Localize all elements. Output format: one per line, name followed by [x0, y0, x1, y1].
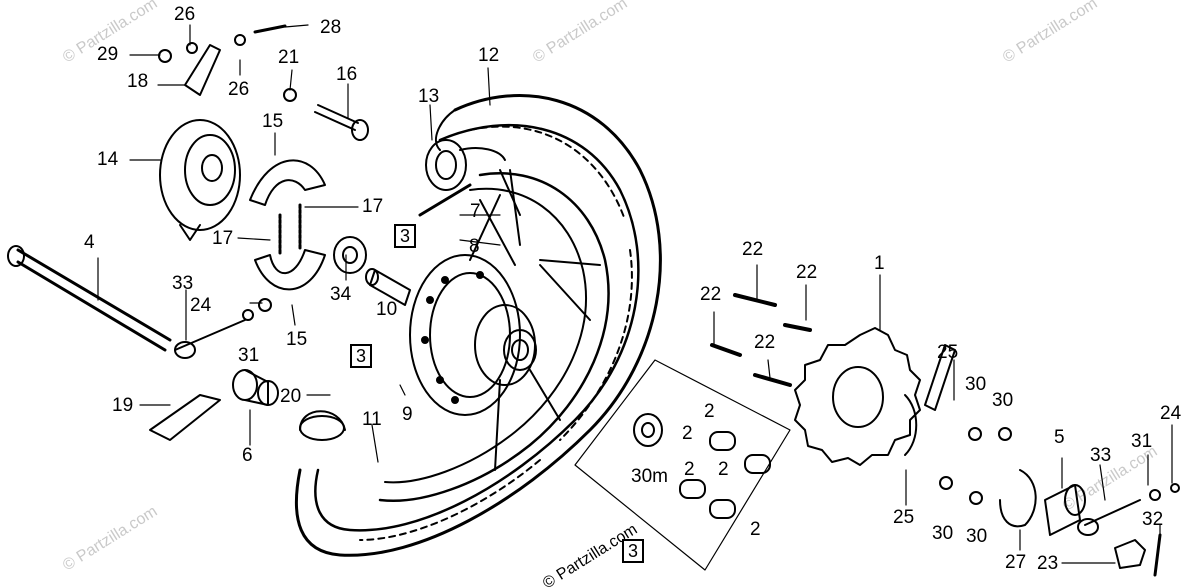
- hub: [409, 254, 537, 416]
- callout-30mm: 30m: [631, 466, 668, 487]
- sprocket: [794, 327, 921, 466]
- callout-2a: 2: [704, 401, 715, 422]
- callout-25b: 25: [893, 507, 915, 528]
- callout-2c: 2: [718, 459, 729, 480]
- lock-plate: [924, 344, 956, 411]
- callout-3-box: 3: [394, 224, 416, 248]
- callout-2d: 2: [684, 459, 695, 480]
- callout-27: 27: [1005, 552, 1027, 573]
- stud-bolt: [733, 293, 777, 307]
- callout-32: 32: [1142, 509, 1164, 530]
- axle: [7, 245, 172, 352]
- callout-10: 10: [376, 299, 398, 320]
- callout-3-box-b: 3: [350, 344, 372, 368]
- callout-24b: 24: [1160, 403, 1182, 424]
- brake-arm: [184, 44, 221, 96]
- callout-15: 15: [262, 111, 284, 132]
- tire: [294, 94, 662, 557]
- callout-17: 17: [362, 196, 384, 217]
- callout-33: 33: [172, 273, 194, 294]
- callout-9: 9: [402, 404, 413, 425]
- lock-plate-2: [904, 394, 918, 456]
- callout-1: 1: [874, 253, 885, 274]
- callout-30b: 30: [992, 390, 1014, 411]
- callout-30: 30: [965, 374, 987, 395]
- callout-7: 7: [470, 201, 481, 222]
- bearing-30mm: [633, 413, 663, 447]
- brake-shoe-lower: [254, 249, 326, 291]
- callout-22b: 22: [796, 262, 818, 283]
- callout-17b: 17: [212, 228, 234, 249]
- brake-shoe-upper: [249, 159, 326, 206]
- callout-23: 23: [1037, 553, 1059, 574]
- stud-bolt: [710, 343, 742, 357]
- callout-30c: 30: [932, 523, 954, 544]
- callout-25: 25: [937, 342, 959, 363]
- inner-tube: [425, 139, 506, 191]
- callout-20: 20: [280, 386, 302, 407]
- side-collar: [1044, 484, 1086, 536]
- callout-22d: 22: [754, 332, 776, 353]
- chain-adjuster: [174, 319, 246, 351]
- callout-11: 11: [362, 409, 382, 430]
- callout-12: 12: [478, 45, 500, 66]
- rim: [378, 169, 610, 502]
- bearing: [333, 236, 367, 274]
- callout-3-box-c: 3: [622, 539, 644, 563]
- callout-28: 28: [320, 17, 342, 38]
- callout-22c: 22: [700, 284, 722, 305]
- callout-16: 16: [336, 64, 358, 85]
- circlip: [999, 469, 1037, 528]
- callout-22: 22: [742, 239, 764, 260]
- callout-30d: 30: [966, 526, 988, 547]
- washer: [186, 42, 198, 54]
- callout-21: 21: [278, 47, 300, 68]
- callout-31b: 31: [1131, 431, 1153, 452]
- callout-26b: 26: [228, 79, 250, 100]
- callout-19: 19: [112, 395, 134, 416]
- collar: [232, 369, 279, 406]
- callout-18: 18: [127, 71, 149, 92]
- nut: [158, 49, 172, 63]
- callout-5: 5: [1054, 427, 1065, 448]
- callout-26: 26: [174, 4, 196, 25]
- brake-panel: [159, 119, 241, 241]
- callout-13: 13: [418, 86, 440, 107]
- callout-2e: 2: [750, 519, 761, 540]
- stud-bolt: [753, 373, 792, 387]
- callout-2b: 2: [682, 423, 693, 444]
- brake-cam: [314, 104, 369, 141]
- spacer: [365, 268, 411, 306]
- callout-34: 34: [330, 284, 352, 305]
- callout-6: 6: [242, 445, 253, 466]
- callout-8: 8: [469, 236, 480, 257]
- callout-31: 31: [238, 345, 260, 366]
- stopper-arm: [149, 394, 221, 441]
- callout-14: 14: [97, 149, 119, 170]
- callout-15b: 15: [286, 329, 308, 350]
- stud-bolt: [783, 323, 812, 332]
- callout-33b: 33: [1090, 445, 1112, 466]
- callout-24: 24: [190, 295, 212, 316]
- callout-29: 29: [97, 44, 119, 65]
- callout-4: 4: [84, 232, 95, 253]
